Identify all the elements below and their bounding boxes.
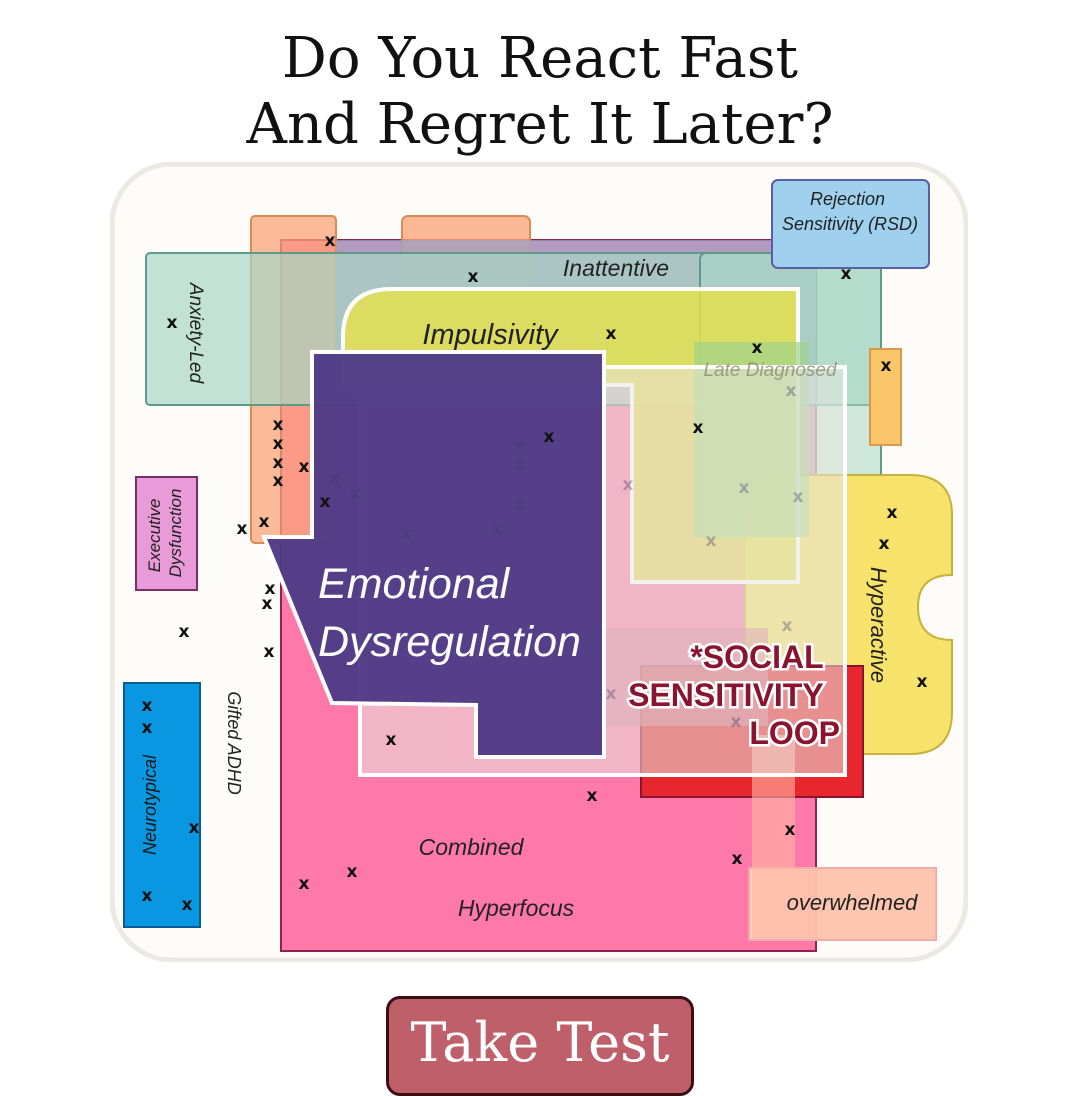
x-marker: x <box>841 264 852 284</box>
faint-x-marker: x <box>793 487 804 507</box>
x-marker: x <box>142 718 153 738</box>
x-marker: x <box>262 594 273 614</box>
x-marker: x <box>265 579 276 599</box>
x-marker: x <box>347 862 358 882</box>
label-impulsivity: Impulsivity <box>422 319 559 351</box>
label-social-line-1: *SOCIAL <box>690 639 823 675</box>
faint-x-marker: x <box>492 519 503 539</box>
x-marker: x <box>182 895 193 915</box>
x-marker: x <box>325 231 336 251</box>
label-emotional-line-1: Emotional <box>318 560 511 608</box>
label-hyperactive: Hyperactive <box>866 567 891 683</box>
x-marker: x <box>881 356 892 376</box>
take-test-button[interactable]: Take Test <box>386 996 694 1096</box>
adhd-traits-diagram: Anxiety-Led Inattentive Impulsivity Late… <box>110 162 968 962</box>
label-rsd-line-2: Sensitivity (RSD) <box>782 214 918 234</box>
title-line-2: And Regret It Later? <box>246 92 834 157</box>
x-marker: x <box>887 503 898 523</box>
faint-x-marker: x <box>782 616 793 636</box>
title-line-1: Do You React Fast <box>281 26 799 91</box>
label-neurotypical: Neurotypical <box>140 754 160 855</box>
label-rsd: Rejection Sensitivity (RSD) <box>782 189 918 234</box>
label-emotional-line-2: Dysregulation <box>318 618 581 666</box>
label-social-line-3: LOOP <box>749 715 840 751</box>
faint-x-marker: x <box>786 381 797 401</box>
x-marker: x <box>142 886 153 906</box>
x-marker: x <box>544 427 555 447</box>
label-combined: Combined <box>419 834 525 860</box>
label-overwhelmed: overwhelmed <box>787 890 919 915</box>
x-marker: x <box>468 267 479 287</box>
region-orange-tab-right <box>869 348 902 446</box>
label-executive-line-2: Dysfunction <box>166 489 185 578</box>
x-marker: x <box>693 418 704 438</box>
region-neurotypical <box>123 682 201 928</box>
x-marker: x <box>785 820 796 840</box>
x-marker: x <box>732 849 743 869</box>
x-marker: x <box>606 324 617 344</box>
faint-x-marker: x <box>350 484 361 504</box>
page-title: Do You React Fast And Regret It Later? <box>0 26 1080 158</box>
region-executive-dysfunction <box>135 476 198 591</box>
label-social-line-2: SENSITIVITY <box>628 677 823 713</box>
x-marker: x <box>917 672 928 692</box>
label-emotional-dysregulation: Emotional Dysregulation <box>318 560 581 666</box>
faint-x-marker: x <box>329 469 340 489</box>
x-marker: x <box>189 818 200 838</box>
x-marker: x <box>320 492 331 512</box>
label-executive-line-1: Executive <box>145 499 164 573</box>
label-executive-dysfunction: Executive Dysfunction <box>145 489 185 578</box>
faint-x-marker: x <box>515 454 526 474</box>
label-late-diagnosed: Late Diagnosed <box>703 360 838 381</box>
faint-x-marker: x <box>731 712 742 732</box>
region-rsd <box>771 179 930 269</box>
x-marker: x <box>237 519 248 539</box>
label-gifted-adhd: Gifted ADHD <box>224 691 244 794</box>
x-marker: x <box>273 471 284 491</box>
label-inattentive: Inattentive <box>563 255 669 281</box>
region-overwhelmed-extension <box>752 735 936 940</box>
x-marker: x <box>299 457 310 477</box>
faint-x-marker: x <box>739 478 750 498</box>
x-marker: x <box>752 338 763 358</box>
label-rsd-line-1: Rejection <box>810 189 885 209</box>
x-marker: x <box>179 622 190 642</box>
label-anxiety-led: Anxiety-Led <box>185 282 206 385</box>
x-marker: x <box>587 786 598 806</box>
faint-x-marker: x <box>623 475 634 495</box>
x-marker: x <box>142 696 153 716</box>
region-emotional-dysregulation <box>261 350 606 759</box>
label-social-sensitivity-loop: *SOCIAL SENSITIVITY LOOP <box>628 639 840 751</box>
faint-x-marker: x <box>706 531 717 551</box>
x-marker: x <box>167 313 178 333</box>
x-marker: x <box>879 534 890 554</box>
x-marker: x <box>273 415 284 435</box>
label-hyperfocus: Hyperfocus <box>458 895 575 921</box>
faint-x-marker: x <box>515 494 526 514</box>
x-marker: x <box>273 434 284 454</box>
x-marker: x <box>264 642 275 662</box>
faint-x-marker: x <box>515 436 526 456</box>
faint-x-marker: x <box>401 524 412 544</box>
x-marker: x <box>259 512 270 532</box>
x-marker: x <box>386 730 397 750</box>
x-marker: x <box>273 453 284 473</box>
x-marker: x <box>299 874 310 894</box>
faint-x-marker: x <box>606 684 617 704</box>
